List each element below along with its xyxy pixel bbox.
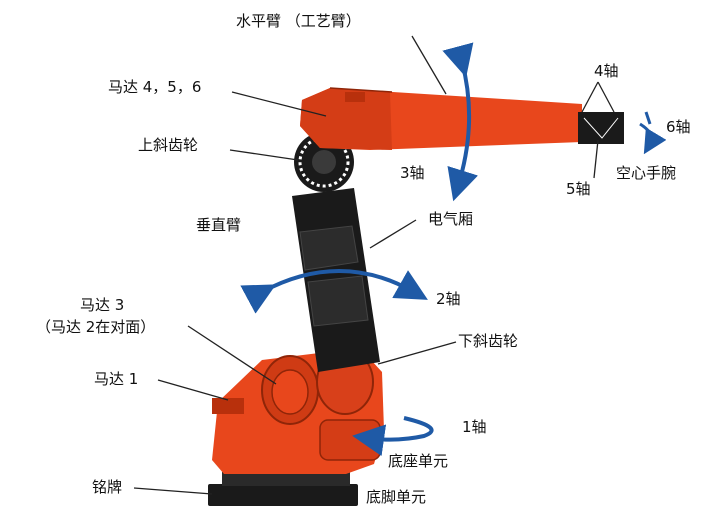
label-electrical-compartment: 电气厢: [428, 210, 474, 228]
label-horizontal-arm: 水平臂 （工艺臂）: [236, 12, 361, 30]
label-axis-1: 1轴: [462, 418, 487, 436]
label-axis-4: 4轴: [594, 62, 619, 80]
leader-lines: [133, 35, 615, 495]
label-vertical-arm: 垂直臂: [196, 216, 242, 234]
label-motors-456: 马达 4，5，6: [108, 78, 202, 96]
label-hollow-wrist: 空心手腕: [616, 164, 677, 182]
label-axis-5: 5轴: [566, 180, 591, 198]
label-axis-6: 6轴: [666, 118, 691, 136]
vertical-arm: [292, 188, 380, 372]
label-motor-3: 马达 3: [80, 296, 125, 314]
label-motor-1: 马达 1: [94, 370, 139, 388]
label-foot-unit: 底脚单元: [366, 488, 427, 506]
label-upper-bevel-gear: 上斜齿轮: [138, 136, 199, 154]
horizontal-arm: [300, 87, 582, 150]
label-lower-bevel-gear: 下斜齿轮: [458, 332, 519, 350]
label-nameplate: 铭牌: [92, 478, 123, 496]
label-base-unit: 底座单元: [388, 452, 449, 470]
label-axis-3: 3轴: [400, 164, 425, 182]
label-axis-2: 2轴: [436, 290, 461, 308]
label-motor-2-opposite: （马达 2在对面）: [36, 318, 156, 336]
hollow-wrist: [578, 112, 624, 144]
axis-arrows: [240, 42, 667, 457]
base-unit: [212, 348, 384, 474]
foot-unit: [208, 472, 358, 506]
